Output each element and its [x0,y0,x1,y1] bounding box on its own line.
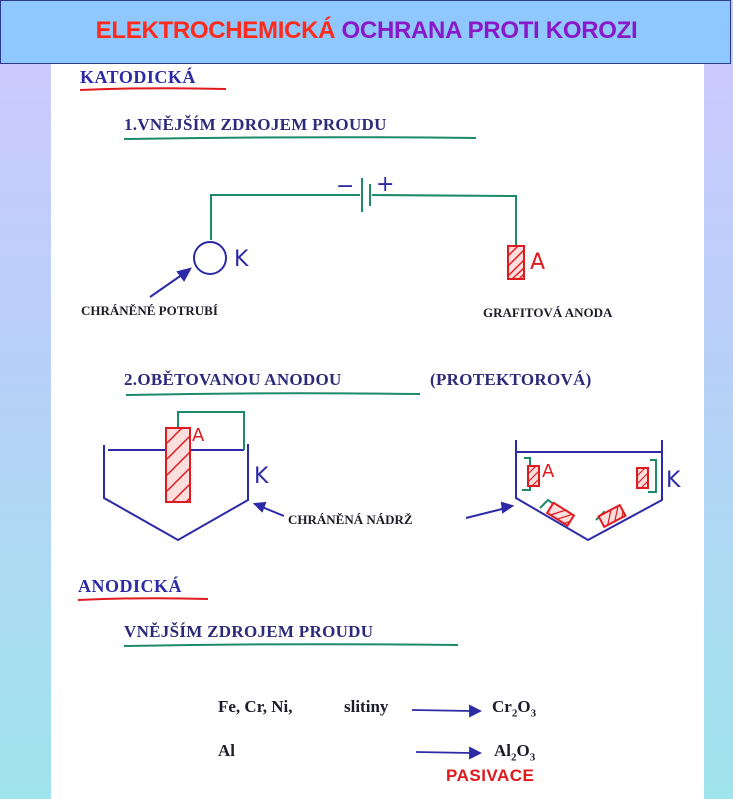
heading-method2: 2.OBĚTOVANOU ANODOU [124,370,342,389]
page-title: ELEKTROCHEMICKÁ OCHRANA PROTI KOROZI [1,17,732,45]
battery-plus-sign: + [376,172,395,197]
reaction1-alloys: slitiny [344,697,389,716]
right-anode-1 [527,465,540,487]
reaction-arrow-1 [411,704,483,718]
reaction2-reactant: Al [218,741,235,760]
heading-anodic: ANODICKÁ [78,576,183,596]
title-bar: ELEKTROCHEMICKÁ OCHRANA PROTI KOROZI [0,0,731,64]
scanned-sheet [51,64,704,799]
title-part-red: ELEKTROCHEMICKÁ [95,17,336,44]
tank-pointer-arrow-left [252,501,285,517]
pipe-pointer-arrow [149,267,192,298]
right-cathode-letter-k: K [666,468,681,493]
left-anode-letter-a: A [192,425,205,446]
graphite-anode [507,245,525,280]
title-part-purple: OCHRANA PROTI KOROZI [341,17,638,44]
right-anode-2 [636,467,649,489]
heading-method1: 1.VNĚJŠÍM ZDROJEM PROUDU [124,115,387,134]
underline-anodic-method [123,643,459,647]
battery-minus-sign: − [336,174,355,199]
reaction1-reactants: Fe, Cr, Ni, [218,697,293,716]
wire-left [210,194,360,240]
circuit-diagram [210,178,517,246]
label-passivation: PASIVACE [446,766,535,785]
label-protected-pipe: CHRÁNĚNÉ POTRUBÍ [81,303,218,318]
cathode-letter-k: K [234,247,249,272]
label-protected-tank: CHRÁNĚNÁ NÁDRŽ [288,512,413,527]
reaction1-product: Cr2O3 [492,697,537,720]
right-anode-4 [597,503,627,529]
underline-cathodic [79,87,227,91]
heading-cathodic: KATODICKÁ [80,67,196,87]
heading-anodic-method: VNĚJŠÍM ZDROJEM PROUDU [124,622,374,641]
underline-method2 [125,392,421,396]
right-anode-letter-a: A [542,461,555,482]
label-graphite-anode: GRAFITOVÁ ANODA [483,305,613,320]
right-tank [515,440,663,542]
pipe-cross-section [193,241,227,275]
heading-method2-note: (PROTEKTOROVÁ) [430,370,592,389]
left-tank-wire [177,411,245,450]
left-sacrificial-anode [165,427,191,503]
reaction2-product: Al2O3 [494,741,536,764]
wire-right [371,194,517,246]
underline-anodic [77,597,209,601]
tank-pointer-arrow-right [465,501,515,519]
anode-letter-a: A [530,250,546,275]
left-cathode-letter-k: K [254,464,269,489]
reaction-arrow-2 [415,746,483,760]
right-anode-3 [545,501,576,527]
underline-method1 [123,136,477,140]
